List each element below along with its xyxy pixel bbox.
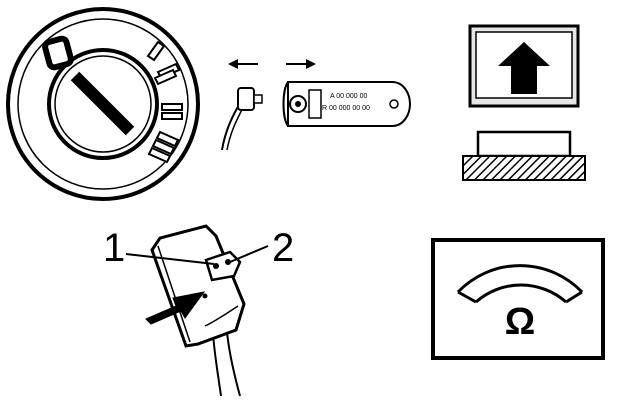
arrow-left-icon (228, 59, 258, 69)
key-base (462, 130, 586, 181)
callout-2-leader (229, 245, 269, 263)
ohmmeter-icon: Ω (431, 238, 605, 360)
arrow-right-icon (286, 59, 316, 69)
sensor-plug-icon (150, 224, 246, 397)
callout-1: 1 (103, 226, 126, 270)
up-arrow-glyph (498, 42, 550, 94)
up-arrow-key-icon (468, 24, 580, 108)
sensor-label-line2: R 00 000 00 00 (322, 105, 370, 112)
connector-plug-icon (221, 87, 263, 151)
rotary-light-switch-icon (6, 7, 200, 201)
direction-arrows (228, 59, 316, 69)
test-point (202, 293, 208, 299)
pointer-arrow-icon (145, 291, 206, 325)
knob-bar (70, 71, 135, 136)
off-position-marker (42, 35, 74, 71)
contact-terminal (204, 250, 242, 282)
callout-1-leader (125, 253, 215, 265)
temperature-sensor-icon: A 00 000 00 R 00 000 00 00 (282, 81, 412, 127)
ohm-symbol: Ω (505, 301, 535, 343)
sensor-label-line1: A 00 000 00 (330, 93, 367, 100)
callout-2: 2 (272, 226, 295, 270)
position-ticks (146, 40, 183, 164)
